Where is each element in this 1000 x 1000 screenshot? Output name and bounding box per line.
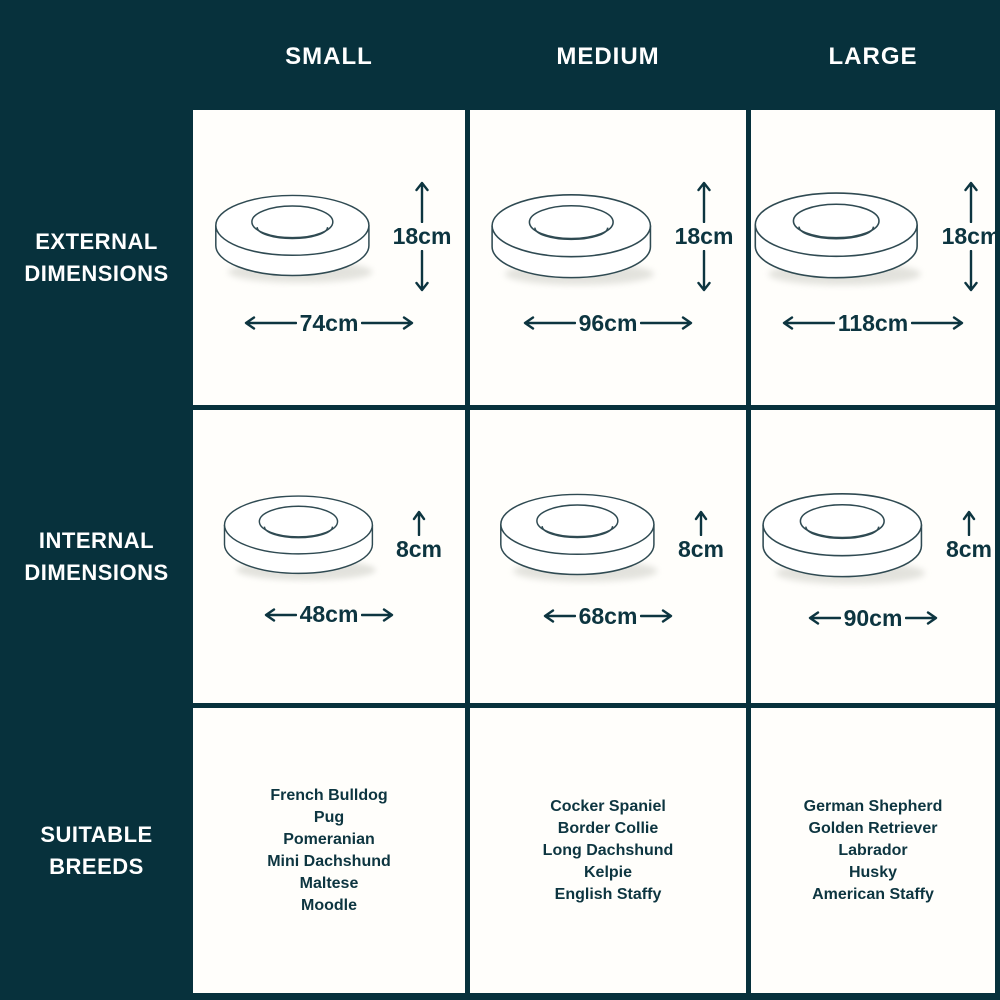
row-label-line: EXTERNAL (35, 228, 158, 254)
size-comparison-grid: 18cm 74cm 18cm 96cm (193, 110, 995, 993)
breed-item: Labrador (838, 841, 908, 859)
row-label-line: INTERNAL (38, 527, 155, 553)
arrow-down-icon (964, 249, 978, 291)
arrow-down-icon (697, 249, 711, 291)
cell-internal-large: 8cm 90cm (751, 410, 995, 703)
arrow-right-icon (640, 609, 673, 624)
cell-external-medium: 18cm 96cm (470, 110, 746, 405)
breed-item: Long Dachshund (542, 841, 674, 859)
height-value: 8cm (677, 536, 725, 563)
dog-bed-illustration (751, 181, 932, 291)
breed-item: Husky (848, 863, 897, 881)
cell-breeds-medium: Cocker Spaniel Border Collie Long Dachsh… (470, 708, 746, 993)
width-dimension: 90cm (807, 605, 940, 631)
arrow-up-icon (697, 181, 711, 224)
height-value: 18cm (674, 223, 734, 250)
cell-external-large: 18cm 118cm (751, 110, 995, 405)
dog-bed-illustration (216, 485, 386, 585)
width-dimension: 118cm (781, 310, 965, 336)
cell-internal-medium: 8cm 68cm (470, 410, 746, 703)
width-dimension: 68cm (542, 603, 675, 629)
internal-diagram-medium: 8cm (492, 483, 724, 587)
breed-item: Pug (313, 808, 345, 826)
dog-bed-illustration (483, 183, 665, 290)
internal-diagram-small: 8cm (216, 485, 442, 585)
width-dimension: 48cm (263, 601, 396, 627)
breed-item: Kelpie (583, 863, 632, 881)
cell-breeds-large: German Shepherd Golden Retriever Labrado… (751, 708, 995, 993)
external-diagram-medium: 18cm (483, 179, 734, 293)
breed-item: German Shepherd (803, 797, 943, 815)
height-dimension: 18cm (392, 179, 452, 293)
width-value: 74cm (299, 309, 359, 336)
column-header-small: SMALL (285, 43, 373, 70)
breed-item: Mini Dachshund (267, 852, 391, 870)
arrow-right-icon (361, 316, 414, 330)
arrow-up-icon (412, 510, 426, 537)
breed-item: Cocker Spaniel (550, 797, 666, 815)
arrow-left-icon (523, 316, 576, 330)
breed-item: Maltese (299, 874, 359, 892)
row-label-internal-dimensions: INTERNAL DIMENSIONS (0, 410, 193, 703)
height-value: 8cm (945, 536, 993, 563)
arrow-right-icon (361, 607, 394, 622)
width-value: 48cm (299, 601, 359, 628)
arrow-up-icon (964, 181, 978, 224)
breed-item: Moodle (301, 896, 357, 914)
cell-internal-small: 8cm 48cm (193, 410, 465, 703)
arrow-right-icon (640, 316, 693, 330)
breed-item: French Bulldog (270, 786, 388, 804)
width-value: 68cm (578, 603, 638, 630)
arrow-left-icon (543, 609, 576, 624)
arrow-right-icon (905, 611, 938, 625)
height-value: 18cm (941, 223, 995, 250)
width-value: 96cm (578, 309, 638, 336)
height-value: 18cm (392, 223, 452, 250)
height-dimension: 8cm (396, 508, 442, 562)
breed-item: Golden Retriever (808, 819, 938, 837)
height-dimension: 8cm (946, 508, 992, 562)
row-label-suitable-breeds: SUITABLE BREEDS (0, 708, 193, 993)
breed-item: Pomeranian (283, 830, 375, 848)
breed-list-small: French Bulldog Pug Pomeranian Mini Dachs… (267, 785, 391, 917)
row-label-line: BREEDS (49, 853, 144, 879)
arrow-left-icon (808, 611, 841, 625)
arrow-down-icon (415, 249, 429, 291)
row-label-external-dimensions: EXTERNAL DIMENSIONS (0, 110, 193, 405)
arrow-up-icon (694, 510, 708, 537)
height-dimension: 8cm (678, 508, 724, 562)
breed-list-large: German Shepherd Golden Retriever Labrado… (804, 796, 943, 906)
arrow-up-icon (415, 181, 429, 224)
breed-item: English Staffy (554, 885, 662, 903)
cell-external-small: 18cm 74cm (193, 110, 465, 405)
column-header-large: LARGE (828, 43, 918, 70)
external-diagram-small: 18cm (207, 179, 452, 293)
height-dimension: 18cm (942, 179, 995, 293)
row-label-line: DIMENSIONS (24, 260, 169, 286)
arrow-left-icon (782, 316, 835, 330)
breed-item: American Staffy (812, 885, 934, 903)
arrow-up-icon (962, 510, 976, 537)
arrow-right-icon (911, 316, 964, 330)
height-value: 8cm (395, 536, 443, 563)
dog-bed-illustration (207, 184, 383, 288)
internal-diagram-large: 8cm (754, 482, 992, 589)
row-label-line: DIMENSIONS (24, 559, 169, 585)
width-value: 90cm (843, 604, 903, 631)
breed-item: Border Collie (557, 819, 659, 837)
width-dimension: 74cm (243, 310, 416, 336)
external-diagram-large: 18cm (751, 179, 995, 293)
dog-bed-illustration (492, 483, 668, 587)
column-header-medium: MEDIUM (556, 43, 660, 70)
arrow-left-icon (244, 316, 297, 330)
cell-breeds-small: French Bulldog Pug Pomeranian Mini Dachs… (193, 708, 465, 993)
width-dimension: 96cm (522, 310, 695, 336)
arrow-left-icon (264, 607, 297, 622)
dog-bed-illustration (754, 482, 936, 589)
width-value: 118cm (837, 309, 909, 336)
height-dimension: 18cm (674, 179, 734, 293)
breed-list-medium: Cocker Spaniel Border Collie Long Dachsh… (543, 796, 674, 906)
row-label-line: SUITABLE (40, 821, 153, 847)
